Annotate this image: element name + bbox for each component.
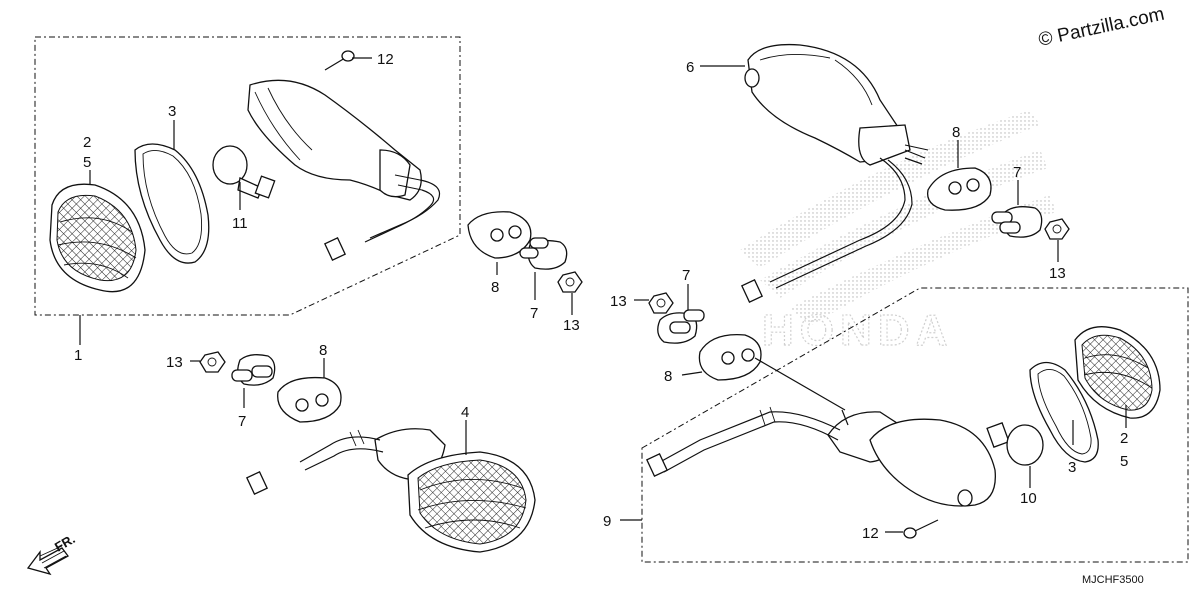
callout-9: 9 (603, 513, 611, 530)
callout-3-tl: 3 (168, 103, 176, 120)
callout-4: 4 (461, 404, 469, 421)
pad-rear-left (277, 358, 342, 423)
callout-8-bl: 8 (319, 342, 327, 359)
bulb-rear-right (986, 422, 1044, 488)
callout-5-tl: 5 (83, 154, 91, 171)
callout-3-br: 3 (1068, 459, 1076, 476)
callout-1: 1 (74, 347, 82, 364)
callout-8-tr: 8 (952, 124, 960, 141)
callout-10: 10 (1020, 490, 1037, 507)
callout-13-tl: 13 (563, 317, 580, 334)
spacer-rear-left (231, 354, 276, 408)
housing-front-left (247, 79, 441, 261)
lens-rear-right (1074, 326, 1161, 428)
housing-rear-right (645, 406, 996, 507)
callout-12-tl: 12 (377, 51, 394, 68)
callout-8-tl: 8 (491, 279, 499, 296)
callout-2-tl: 2 (83, 134, 91, 151)
callout-7-tr: 7 (1013, 164, 1021, 181)
front-direction-arrow: FR. (26, 531, 78, 576)
pad-rear-right (681, 333, 846, 411)
nut-rear-left (190, 351, 226, 373)
callout-6: 6 (686, 59, 694, 76)
assembly-rear-right-box (641, 287, 1189, 563)
screw-front-left (324, 50, 355, 71)
nut-rear-right (634, 292, 674, 314)
callout-7-br: 7 (682, 267, 690, 284)
assembly-front-left-box (34, 36, 461, 316)
callout-13-bl: 13 (166, 354, 183, 371)
spacer-rear-right (657, 284, 705, 344)
honda-wing-watermark: HONDA (740, 110, 1056, 356)
housing-front-right (700, 43, 929, 303)
callout-labels: 2 5 3 11 12 8 7 13 1 13 7 8 4 6 8 7 13 1… (74, 51, 1128, 542)
spacer-front-left (519, 237, 568, 270)
callout-2-br: 2 (1120, 430, 1128, 447)
callout-7-bl: 7 (238, 413, 246, 430)
pad-front-left (467, 211, 532, 259)
diagram-code: MJCHF3500 (1082, 574, 1144, 586)
callout-7-tl: 7 (530, 305, 538, 322)
callout-12-br: 12 (862, 525, 879, 542)
spacer-front-right (991, 180, 1043, 238)
housing-rear-left (245, 420, 536, 553)
partzilla-watermark: © Partzilla.com (1037, 4, 1167, 51)
callout-5-br: 5 (1120, 453, 1128, 470)
callout-13-br: 13 (610, 293, 627, 310)
gasket-rear-right (1029, 361, 1099, 463)
gasket-front-left (134, 143, 210, 264)
callout-8-br: 8 (664, 368, 672, 385)
leader-lines-front-left (79, 57, 573, 345)
callout-13-tr: 13 (1049, 265, 1066, 282)
nut-front-right (1044, 218, 1070, 262)
lens-front-left (49, 183, 146, 293)
pad-front-right (926, 140, 992, 211)
callout-11-tl: 11 (232, 215, 248, 232)
honda-mark-text: HONDA (762, 306, 953, 355)
bulb-front-left (212, 145, 276, 199)
screw-rear-right (885, 519, 939, 539)
nut-front-left (557, 271, 583, 293)
